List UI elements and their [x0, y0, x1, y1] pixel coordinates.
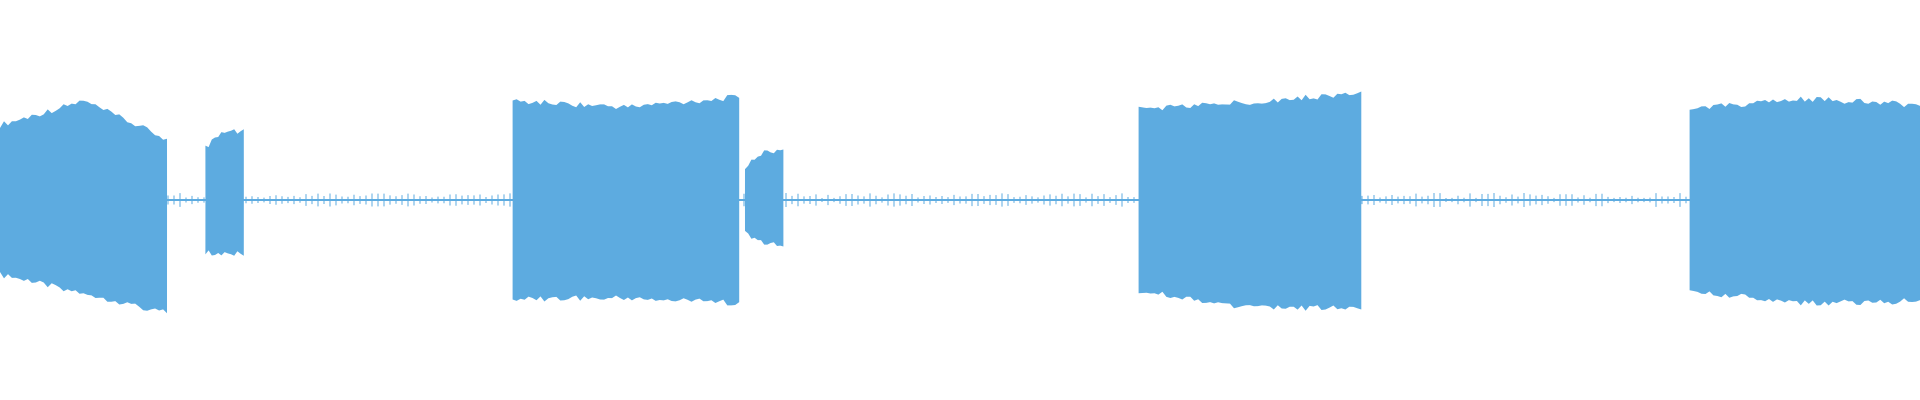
waveform-bursts [0, 91, 1920, 314]
burst-5 [1138, 91, 1362, 311]
burst-3 [512, 94, 740, 306]
burst-6 [1689, 96, 1920, 306]
burst-4 [744, 149, 784, 247]
burst-1 [0, 100, 168, 314]
burst-2 [205, 129, 244, 256]
